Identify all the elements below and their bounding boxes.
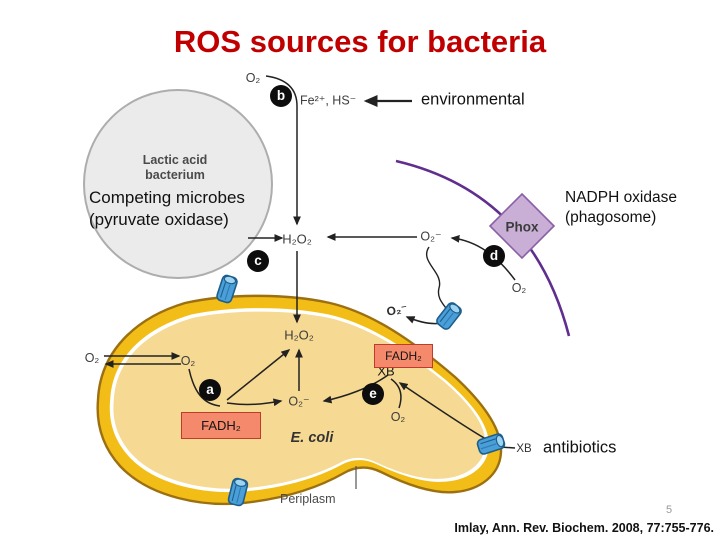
phox-label: Phox [505,219,539,235]
citation: Imlay, Ann. Rev. Biochem. 2008, 77:755-7… [454,521,714,535]
o2-outside-label: O₂ [84,351,100,365]
ecoli-label: E. coli [290,430,334,446]
nadph-line2: (phagosome) [565,209,657,226]
page-number: 5 [666,504,673,516]
fe-hs-label: Fe²⁺, HS⁻ [300,93,357,108]
nadph-oxidase-label: NADPH oxidase (phagosome) [565,188,677,228]
reaction-arrows [104,75,516,489]
h2o2-inner-label: H₂O₂ [284,327,314,343]
lactic-acid-bacterium-cell [83,89,273,279]
competing-microbes-label: Competing microbes (pyruvate oxidase) [89,187,245,231]
h2o2-outer-label: H₂O₂ [282,231,312,247]
arrow-xb-to-superoxide [322,374,389,404]
o2-top-label: O₂ [245,71,261,85]
step-badge-b: b [270,85,292,107]
competing-line2: (pyruvate oxidase) [89,210,229,229]
lactic-line1: Lactic acid [142,153,208,167]
phox-diamond [488,192,556,260]
curve-o2-to-xb [390,378,402,409]
step-badge-a: a [199,379,221,401]
membrane-transporter-icon [434,300,464,332]
arrow-antibiotic-to-xb [398,382,487,440]
step-badge-d: d [483,245,505,267]
connector-superoxide-to-transporter [426,246,451,315]
step-badge-c: c [247,250,269,272]
nadph-line1: NADPH oxidase [565,189,677,206]
antibiotics-label: antibiotics [543,438,617,457]
superoxide-inner-label: O₂⁻ [288,394,310,409]
page-title: ROS sources for bacteria [173,24,547,59]
arrow-fadh2-to-h2o2 [226,349,291,401]
arrow-fadh2-to-superoxide [226,398,283,407]
step-badge-e: e [362,383,384,405]
lactic-acid-bacterium-label: Lactic acid bacterium [143,153,208,183]
environmental-label: environmental [421,90,525,109]
lactic-line2: bacterium [145,168,205,182]
xb-outer-label: XB [516,443,532,455]
o2-phox-label: O₂ [511,281,527,295]
o2-e-label: O₂ [390,410,406,424]
superoxide-mid-label: O₂⁻ [420,229,442,244]
competing-line1: Competing microbes [89,188,245,207]
arrow-o2-to-h2o2-b [265,75,301,226]
fadh2-box-right: FADH₂ [374,344,433,368]
fadh2-box-left: FADH₂ [181,412,261,439]
periplasm-label: Periplasm [280,492,336,506]
o2-inside-label: O₂ [180,354,196,368]
